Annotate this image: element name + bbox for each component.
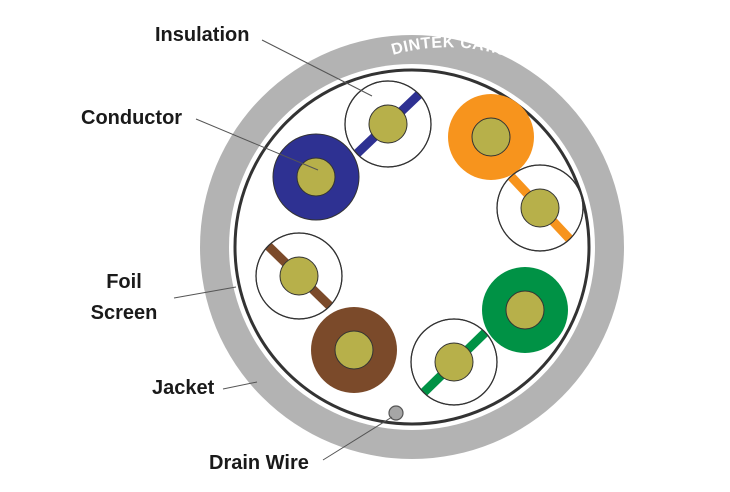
conductor-label: Conductor (81, 107, 182, 129)
orange-solid-wire (448, 94, 534, 180)
foil-screen-ring (233, 68, 591, 426)
white-green-wire (410, 318, 498, 406)
insulation-label: Insulation (155, 24, 249, 46)
jacket-label: Jacket (152, 377, 215, 399)
white-brown-wire (255, 232, 343, 320)
drain-wire-label: Drain Wire (209, 452, 309, 474)
screen-label: Screen (91, 302, 158, 324)
green-solid-wire (482, 267, 568, 353)
white-blue-wire (344, 80, 432, 168)
conductor-leader (195, 118, 319, 171)
foil-label: Foil (106, 271, 142, 293)
drain-wire-leader (322, 416, 393, 461)
white-orange-wire (496, 164, 584, 252)
brown-solid-wire (311, 307, 397, 393)
jacket-leader (222, 381, 258, 390)
foil-screen-leader (173, 286, 237, 299)
blue-solid-wire (272, 133, 360, 221)
insulation-leader (261, 39, 373, 97)
drain-wire (388, 405, 404, 421)
